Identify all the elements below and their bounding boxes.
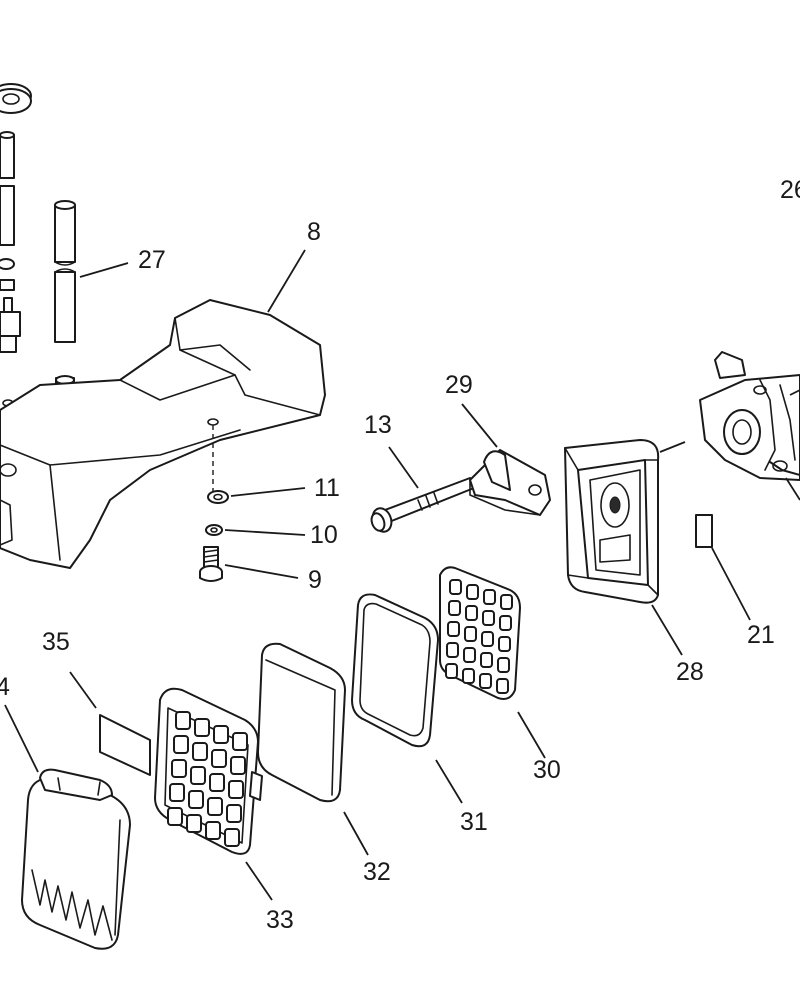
filter-grid-cell — [228, 780, 244, 799]
callout-21: 21 — [747, 621, 775, 649]
filter-grid-cell — [205, 821, 221, 840]
filter-grid-cell — [479, 673, 492, 689]
decal-35 — [99, 714, 151, 776]
callout-29: 29 — [445, 371, 473, 399]
screw-9 — [199, 546, 223, 582]
filter-grid-cell — [446, 642, 459, 658]
filter-grid-cell — [232, 732, 248, 751]
callout-labels: 26 27 8 29 13 11 10 9 21 28 35 4 30 31 3… — [0, 176, 800, 934]
filter-grid-cell — [213, 725, 229, 744]
filter-grid-cell — [462, 668, 475, 684]
filter-grid-cell — [481, 631, 494, 647]
callout-30: 30 — [533, 756, 561, 784]
callout-32: 32 — [363, 858, 391, 886]
filter-grid-cell — [173, 735, 189, 754]
washer-11 — [207, 490, 229, 504]
filter-foam-32 — [257, 642, 346, 803]
filter-grid-cell — [167, 807, 183, 826]
filter-grid-cell — [498, 636, 511, 652]
filter-grid-cell — [190, 766, 206, 785]
bracket-29 — [469, 449, 551, 516]
filter-frame-33 — [154, 687, 263, 855]
callout-33: 33 — [266, 906, 294, 934]
filter-grid-cell — [171, 759, 187, 778]
callout-31: 31 — [460, 808, 488, 836]
callout-8: 8 — [307, 218, 321, 246]
filter-grid-cell — [194, 718, 210, 737]
filter-grid-cell — [192, 742, 208, 761]
callout-26: 26 — [780, 176, 800, 204]
carburetor-26 — [699, 351, 800, 481]
callout-10: 10 — [310, 521, 338, 549]
filter-grid-cell — [464, 626, 477, 642]
filter-grid-cell — [482, 610, 495, 626]
filter-grid-cell — [480, 652, 493, 668]
filter-element-31 — [351, 593, 439, 748]
bolt-13 — [370, 477, 475, 533]
filter-grid-cell — [463, 647, 476, 663]
filter-grid-cell — [211, 749, 227, 768]
fuel-fitting-stack — [0, 83, 32, 407]
filter-grid-cell — [449, 579, 462, 595]
filter-grid-cell — [209, 773, 225, 792]
filter-grid-cell — [497, 657, 510, 673]
filter-grid-cell — [483, 589, 496, 605]
callout-28: 28 — [676, 658, 704, 686]
filter-grid-cell — [448, 600, 461, 616]
filter-grid-cell — [207, 797, 223, 816]
fuel-line-27 — [54, 200, 76, 407]
filter-grid-cell — [499, 615, 512, 631]
filter-grid-cell — [188, 790, 204, 809]
callout-35: 35 — [42, 628, 70, 656]
air-cleaner-cover-34 — [21, 768, 131, 950]
filter-grid-cell — [169, 783, 185, 802]
filter-grid-cell — [226, 804, 242, 823]
callout-34: 4 — [0, 673, 10, 701]
callout-13: 13 — [364, 411, 392, 439]
filter-grid-cell — [445, 663, 458, 679]
filter-grid-cell — [500, 594, 513, 610]
filter-grid-cell — [230, 756, 246, 775]
callout-27: 27 — [138, 246, 166, 274]
filter-grid-cell — [175, 711, 191, 730]
leader-lines — [4, 249, 800, 901]
fuel-tank-8 — [0, 299, 326, 569]
filter-grid-cell — [224, 828, 240, 847]
air-cleaner-base-28 — [564, 439, 660, 604]
callout-9: 9 — [308, 566, 322, 594]
filter-grid-cell — [496, 678, 509, 694]
filter-grid-cell — [465, 605, 478, 621]
filter-grid-cell — [186, 814, 202, 833]
filter-screen-30 — [439, 566, 521, 700]
gasket-21 — [695, 514, 713, 548]
lock-washer-10 — [205, 524, 223, 536]
filter-grid-cell — [447, 621, 460, 637]
filter-grid-cell — [466, 584, 479, 600]
callout-11: 11 — [314, 474, 340, 502]
